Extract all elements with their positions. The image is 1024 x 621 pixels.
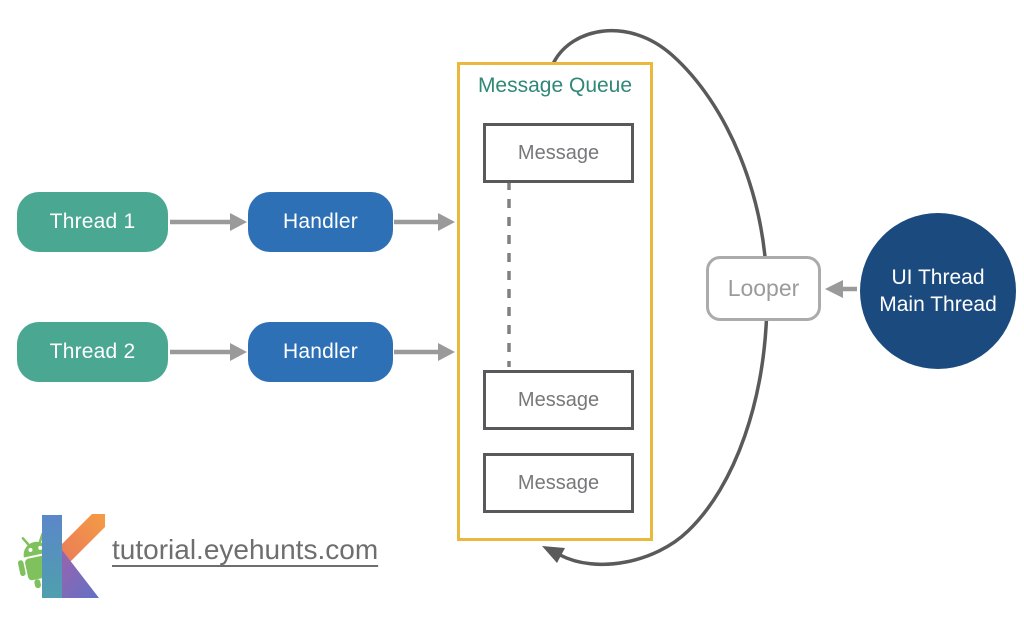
footer: tutorial.eyehunts.com [14, 506, 414, 616]
loop-arrowhead-icon [542, 546, 565, 563]
kotlin-android-logo [17, 514, 105, 598]
arrowhead-icon [230, 213, 247, 231]
arrowhead-icon [230, 343, 247, 361]
handler2-node: Handler [248, 322, 393, 382]
ui-thread-node: UI Thread Main Thread [860, 213, 1016, 369]
message-queue-container: Message Queue Message Message Message [457, 62, 653, 541]
handler1-label: Handler [283, 210, 358, 233]
thread2-label: Thread 2 [49, 340, 136, 363]
arrowhead-icon [438, 213, 455, 231]
handler2-label: Handler [283, 340, 358, 363]
arrowhead-icon [438, 343, 455, 361]
message-queue-title: Message Queue [477, 74, 633, 97]
message-box: Message [483, 370, 634, 430]
site-url-link[interactable]: tutorial.eyehunts.com [112, 534, 379, 565]
arrowhead-icon [825, 280, 843, 298]
handler1-node: Handler [248, 192, 393, 252]
looper-label: Looper [727, 275, 800, 301]
message-box: Message [483, 453, 634, 513]
thread2-node: Thread 2 [17, 322, 168, 382]
message-label: Message [517, 388, 600, 411]
ui-thread-line1: UI Thread [891, 266, 985, 289]
thread1-label: Thread 1 [49, 210, 136, 233]
kotlin-k-icon [42, 514, 105, 598]
looper-node: Looper [706, 256, 821, 321]
message-label: Message [517, 471, 600, 494]
message-box: Message [483, 123, 634, 183]
thread1-node: Thread 1 [17, 192, 168, 252]
ui-thread-line2: Main Thread [879, 293, 997, 316]
message-label: Message [517, 141, 600, 164]
